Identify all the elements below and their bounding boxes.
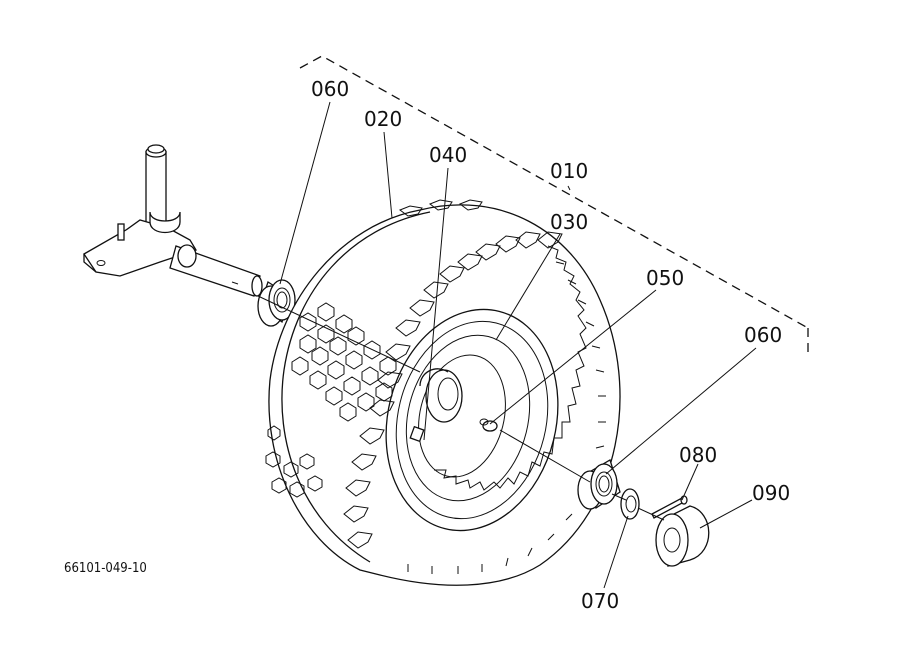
- callout-010: 010: [550, 159, 588, 183]
- washer: [620, 488, 640, 520]
- callout-070: 070: [581, 589, 619, 613]
- spindle-arm: [83, 144, 263, 297]
- callout-020: 020: [364, 107, 402, 131]
- callout-060-left: 060: [311, 77, 349, 101]
- callout-030: 030: [550, 210, 588, 234]
- hub-cap: [655, 505, 710, 567]
- tire: [265, 199, 621, 586]
- callout-labels: 060 020 040 010 030 050 060 080 090 070: [311, 77, 790, 613]
- callout-060-right: 060: [744, 323, 782, 347]
- callout-090: 090: [752, 481, 790, 505]
- callout-040: 040: [429, 143, 467, 167]
- tread-lugs-left: [265, 302, 397, 498]
- callout-080: 080: [679, 443, 717, 467]
- assembly-bracket: [299, 55, 809, 356]
- axis-line: [257, 295, 665, 521]
- tread-lugs-crown: [343, 199, 563, 549]
- leader-lines: [279, 101, 757, 589]
- callout-050: 050: [646, 266, 684, 290]
- drawing-code: 66101-049-10: [64, 561, 147, 576]
- bearing-right: [577, 459, 621, 510]
